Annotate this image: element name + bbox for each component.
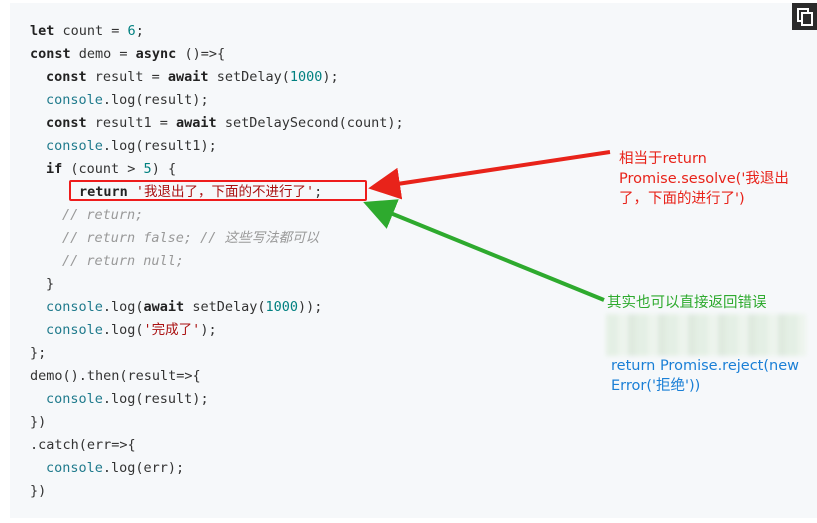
code-line-21: }) bbox=[30, 483, 47, 499]
copy-icon bbox=[796, 7, 813, 26]
green-annotation-code: return Promise.reject(new Error('拒绝')) bbox=[611, 358, 799, 394]
code-line-9: // return; bbox=[62, 207, 144, 223]
code-line-12: } bbox=[46, 276, 55, 292]
highlight-box bbox=[69, 180, 367, 201]
code-line-13: console.log(await setDelay(1000)); bbox=[46, 299, 323, 315]
code-line-1: let count = 6; bbox=[30, 23, 144, 39]
code-line-15: }; bbox=[30, 345, 47, 361]
code-line-17: console.log(result); bbox=[46, 391, 209, 407]
copy-button[interactable] bbox=[792, 3, 817, 30]
code-line-4: console.log(result); bbox=[46, 92, 209, 108]
code-block bbox=[10, 3, 817, 518]
green-arrow bbox=[363, 199, 605, 302]
code-line-3: const result = await setDelay(1000); bbox=[46, 69, 339, 85]
green-annotation-note: 其实也可以直接返回错误 bbox=[607, 295, 767, 311]
code-line-6: console.log(result1); bbox=[46, 138, 217, 154]
code-line-7: if (count > 5) { bbox=[46, 161, 177, 177]
code-line-16: demo().then(result=>{ bbox=[30, 368, 201, 384]
code-line-11: // return null; bbox=[62, 253, 184, 269]
code-line-20: console.log(err); bbox=[46, 460, 185, 476]
code-line-2: const demo = async ()=>{ bbox=[30, 46, 226, 62]
blurred-region bbox=[606, 314, 806, 356]
code-line-5: const result1 = await setDelaySecond(cou… bbox=[46, 115, 404, 131]
red-arrow bbox=[368, 150, 611, 200]
code-line-10: // return false; // 这些写法都可以 bbox=[62, 230, 320, 246]
code-line-19: .catch(err=>{ bbox=[30, 437, 136, 453]
code-line-8: return '我退出了，下面的不进行了'; bbox=[79, 184, 323, 200]
code-line-18: }) bbox=[30, 414, 47, 430]
code-line-14: console.log('完成了'); bbox=[46, 322, 217, 338]
red-annotation-note: 相当于return Promise.sesolve('我退出了，下面的进行了') bbox=[619, 151, 789, 207]
